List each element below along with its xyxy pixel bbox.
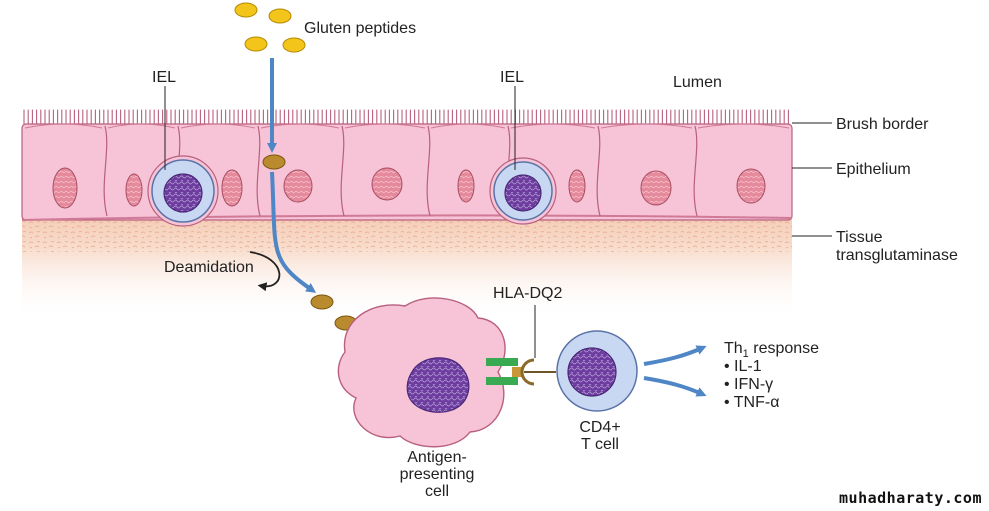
tissue-layer: [22, 210, 792, 320]
apc-label-line1: Antigen-: [407, 449, 467, 466]
epithelial-nucleus: [221, 169, 243, 207]
epithelial-cell-boundary: [340, 125, 345, 217]
gluten-peptides-label: Gluten peptides: [304, 20, 416, 37]
epithelial-cell-apex: [180, 123, 256, 129]
iel-left-label: IEL: [152, 69, 176, 86]
epithelial-cell-apex: [600, 123, 693, 129]
iel-right-label: IEL: [500, 69, 524, 86]
epithelial-nucleus: [736, 168, 766, 204]
tissue-transglutaminase-label-line1: Tissue: [836, 229, 883, 246]
epithelial-cell-boundary: [256, 125, 261, 217]
epithelial-cell-boundary: [103, 125, 108, 217]
epithelial-cell-apex: [430, 123, 506, 129]
epithelial-cell-apex: [344, 123, 426, 129]
epithelial-nucleus: [283, 169, 313, 203]
lumen-label: Lumen: [673, 74, 722, 91]
tnf-alpha-label: • TNF-α: [724, 394, 779, 411]
epithelium-label: Epithelium: [836, 161, 911, 178]
epithelial-nucleus: [371, 167, 403, 201]
il1-label: • IL-1: [724, 358, 762, 375]
apc-label-line2: presenting: [400, 466, 475, 483]
epithelial-cell-boundary: [426, 125, 431, 217]
epithelial-cell-apex: [697, 123, 790, 129]
epithelial-cell-boundary: [693, 125, 698, 217]
tcell-label-line2: T cell: [581, 436, 619, 453]
th-prefix: Th: [724, 340, 743, 357]
epithelium-layer: [21, 123, 793, 221]
iel-right-cell: [493, 161, 553, 221]
th-suffix: response: [749, 340, 819, 357]
epithelial-cell-boundary: [596, 125, 601, 217]
deamidation-arrow: [249, 251, 281, 292]
epithelial-nucleus: [640, 170, 672, 206]
epithelial-nucleus: [52, 167, 78, 209]
hla-dq2-label: HLA-DQ2: [493, 285, 562, 302]
epithelial-nucleus: [457, 169, 475, 203]
watermark: muhadharaty.com: [839, 489, 982, 507]
antigen-presenting-cell: [337, 297, 506, 448]
apc-label-line3: cell: [425, 483, 449, 500]
brush-border-microvilli: [23, 109, 789, 125]
gluten-peptide-particles: [234, 2, 306, 53]
epithelial-nucleus: [568, 169, 586, 203]
epithelial-cell-apex: [260, 123, 340, 129]
brush-border-label: Brush border: [836, 116, 929, 133]
tcell-label-line1: CD4+: [579, 419, 620, 436]
leader-lines: [164, 86, 832, 237]
epithelial-nucleus: [125, 173, 143, 207]
tissue-transglutaminase-label-line2: transglutaminase: [836, 247, 958, 264]
th1-response-label: Th1 response: [724, 340, 819, 360]
epithelial-cell-apex: [510, 123, 596, 129]
iel-left-cell: [151, 159, 215, 223]
epithelial-cell-apex: [24, 123, 103, 129]
ifn-gamma-label: • IFN-γ: [724, 376, 773, 393]
cd4-t-cell: [556, 330, 638, 412]
epithelial-cell-apex: [107, 123, 176, 129]
th-subscript: 1: [743, 348, 749, 360]
hla-dq2-receptor: [486, 305, 556, 386]
th1-response-arrows: [643, 345, 707, 397]
deamidation-label: Deamidation: [164, 259, 254, 276]
